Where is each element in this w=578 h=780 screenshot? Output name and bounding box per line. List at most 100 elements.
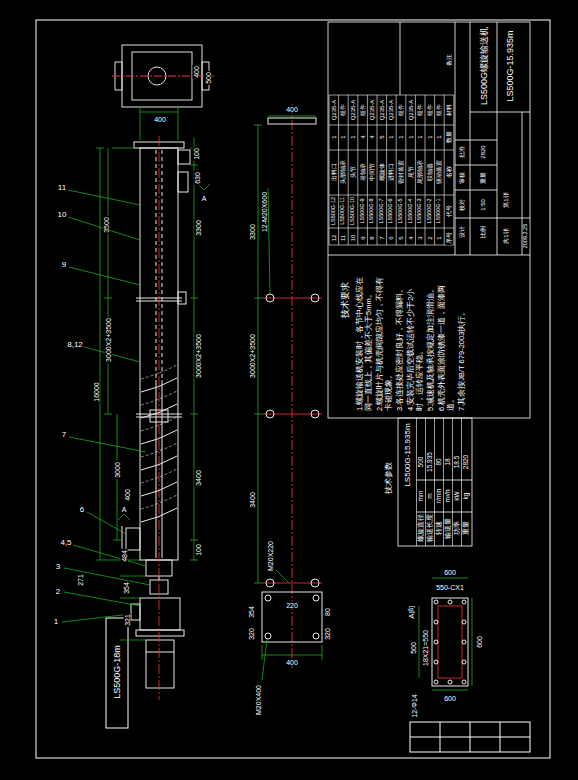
- leader-lines-stroke: [68, 190, 140, 205]
- callout-number: 1: [53, 618, 59, 626]
- leader-lines-stroke: [73, 545, 146, 566]
- note-text: 2.螺旋叶片与机壳间隙应均匀，不得有卡碰现象。: [375, 272, 393, 412]
- screw-blade-stroke: [141, 495, 177, 509]
- dimension-lines-stroke: [108, 148, 109, 414]
- table-cell: 头节: [350, 165, 356, 179]
- callout-number: 2: [55, 588, 61, 596]
- dimension-lines-stroke: [190, 165, 198, 166]
- conveyor-body-stroke: [159, 136, 160, 700]
- title-block-stroke: [400, 22, 401, 95]
- table-heading: 技术参数: [385, 461, 393, 495]
- table-cell: 1: [388, 134, 394, 139]
- title-block-stroke: [455, 22, 456, 255]
- dimension-lines-stroke: [140, 108, 141, 140]
- leader-lines-stroke: [69, 437, 146, 452]
- view-marker: A向: [408, 604, 416, 619]
- screw-blade-stroke: [141, 443, 177, 457]
- sheet-frame: [36, 20, 550, 758]
- dimension-label: 3000: [114, 461, 121, 479]
- table-cell: 12: [331, 234, 337, 243]
- table-grid-stroke: [367, 95, 368, 245]
- conveyor-body-stroke: [131, 604, 140, 620]
- sheet-frame-stroke: [410, 737, 530, 738]
- table-cell: 1: [436, 235, 442, 240]
- conveyor-body-stroke: [126, 528, 140, 550]
- table-cell: Q235-A: [379, 99, 385, 122]
- table-cell: 组件: [340, 103, 346, 117]
- table-grid-stroke: [444, 95, 445, 245]
- title-block: [328, 22, 530, 546]
- foundation-plan-stroke: [265, 633, 271, 639]
- foundation-plan: [254, 104, 322, 680]
- foundation-plan-stroke: [265, 595, 271, 601]
- dimension-lines-stroke: [120, 640, 146, 641]
- dimension-lines-stroke: [190, 540, 198, 541]
- dimension-label: 400: [153, 116, 167, 123]
- flange-view: [419, 578, 472, 690]
- table-grid-stroke: [357, 95, 358, 245]
- title-block-stroke: [470, 112, 530, 113]
- screw-blade-stroke: [141, 404, 177, 418]
- table-cell: 重量: [463, 520, 470, 536]
- callout-number: 3: [55, 563, 61, 571]
- foundation-plan-stroke: [254, 583, 262, 584]
- conveyor-body-stroke: [178, 292, 186, 304]
- table-cell: 1: [340, 134, 346, 139]
- conveyor-body-stroke: [122, 526, 123, 552]
- note-text: 4.安装完毕后空载试运转不少于2小时，运转应平稳。: [406, 272, 424, 412]
- conveyor-body-stroke: [156, 380, 157, 558]
- foundation-plan-stroke: [268, 188, 270, 294]
- title-block-stroke: [455, 218, 497, 219]
- title-text: LS500G-15.935m: [506, 29, 515, 102]
- table-cell: 2: [427, 235, 433, 240]
- foundation-plan-stroke: [313, 595, 319, 601]
- conveyor-body-stroke: [178, 150, 190, 164]
- dimension-lines-stroke: [190, 414, 198, 415]
- flange-view-stroke: [434, 620, 438, 624]
- dimension-label: 220: [285, 602, 299, 609]
- foundation-plan-stroke: [311, 579, 319, 587]
- conveyor-body-stroke: [136, 630, 184, 636]
- table-cell: mm: [418, 490, 425, 503]
- leader-lines-stroke: [68, 217, 140, 240]
- table-cell: 出料口: [331, 162, 337, 182]
- foundation-plan-stroke: [292, 104, 293, 668]
- foundation-plan-stroke: [262, 639, 267, 680]
- dimension-label: 500: [205, 71, 212, 85]
- screw-blade-stroke: [141, 430, 177, 444]
- dimension-label: 400: [124, 488, 131, 502]
- dimension-lines-stroke: [190, 298, 198, 299]
- dimension-lines-stroke: [120, 598, 140, 599]
- table-cell: 1: [436, 134, 442, 139]
- flange-view-stroke: [472, 598, 473, 686]
- table-cell: 80: [436, 457, 443, 466]
- table-cell: LS500G-10: [350, 196, 356, 226]
- table-cell: 吊轴承: [360, 162, 366, 182]
- table-cell: 组件: [417, 103, 423, 117]
- callout-number: 11: [57, 184, 67, 192]
- dimension-label: 271: [77, 573, 84, 587]
- table-cell: 备注: [446, 53, 452, 67]
- table-cell: 1: [417, 134, 423, 139]
- flange-view-stroke: [432, 598, 468, 686]
- flange-view-stroke: [448, 600, 452, 604]
- conveyor-body-stroke: [146, 640, 174, 688]
- dimension-label: 100: [195, 543, 202, 557]
- dimension-label: 3500: [103, 216, 110, 234]
- table-cell: 10: [350, 234, 356, 243]
- table-cell: 密封装置: [398, 159, 404, 185]
- table-cell: 1: [331, 134, 337, 139]
- dimension-lines-stroke: [104, 414, 112, 415]
- flange-view-stroke: [432, 690, 468, 691]
- table-cell: 7: [379, 235, 385, 240]
- table-cell: 1: [427, 134, 433, 139]
- dimension-label: 320: [248, 627, 255, 641]
- flange-view-stroke: [462, 640, 466, 644]
- callout-number: 6: [79, 506, 85, 514]
- dimension-label: 321: [124, 613, 131, 627]
- title-block-stroke: [328, 255, 530, 256]
- callout-number: 4,5: [59, 539, 72, 547]
- dimension-label: 3000X2+3500: [105, 317, 112, 363]
- foundation-plan-stroke: [258, 125, 259, 583]
